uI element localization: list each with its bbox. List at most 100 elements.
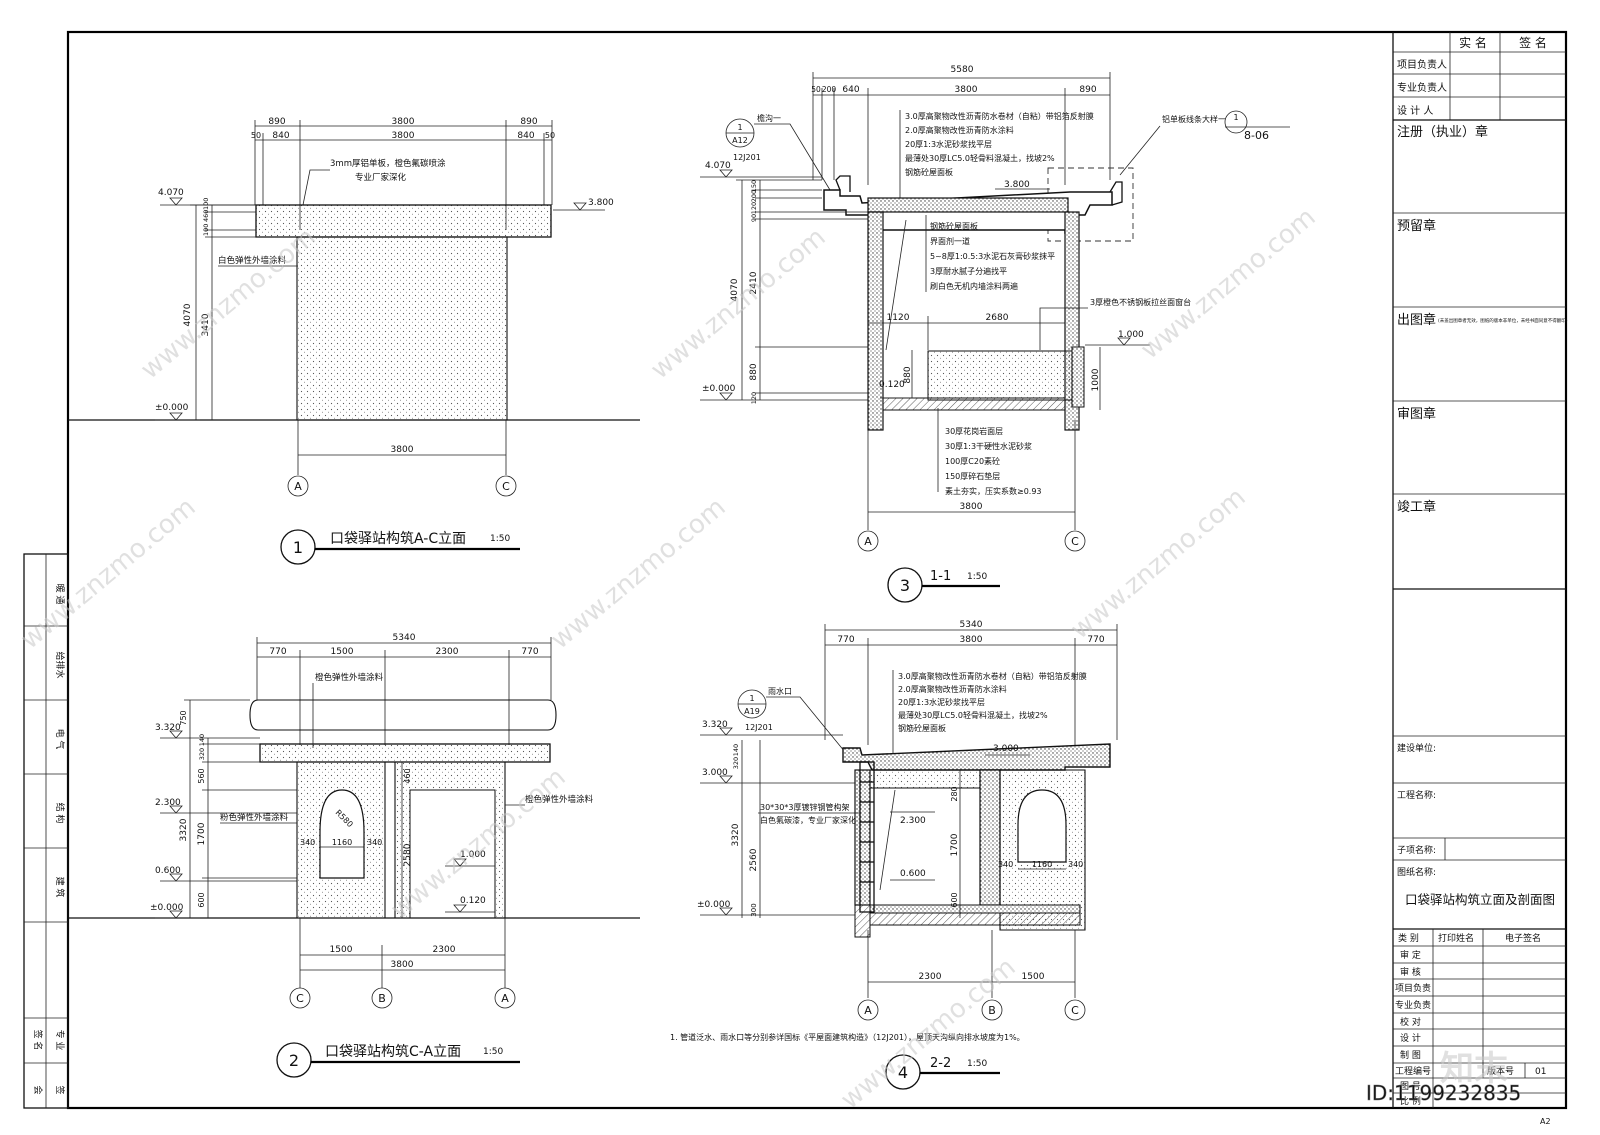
s2-level-0600: 0.600: [900, 869, 926, 879]
e2-canopy-band: [259, 743, 551, 763]
sign-row-design: 设 计: [1400, 1032, 1421, 1044]
drawing-4-number: 4: [898, 1063, 908, 1082]
s1-dim-2680: 2680: [986, 313, 1009, 323]
s2-floor-slab: [869, 912, 1081, 926]
footnote: 1. 管道泛水、雨水口等分别参详国标《平屋面建筑构造》（12J201），屋顶天沟…: [670, 1032, 1025, 1042]
s2-beam-left: [869, 769, 981, 789]
col-signature: 签 名: [1519, 35, 1547, 50]
reg-stamp-label: 注册（执业）章: [1397, 124, 1488, 140]
s2-mid-wall: [979, 769, 1001, 906]
s2-ladder-note-1: 30*30*3厚镀锌钢管构架: [760, 802, 849, 812]
e1-dim-840-right: 840: [517, 131, 534, 141]
e2-dim-1500: 1500: [331, 647, 354, 657]
s1-sill: [1071, 346, 1085, 408]
drawing-1-number: 1: [293, 538, 303, 557]
version-value: 01: [1535, 1067, 1546, 1077]
s1-ceil-layer-2: 界面剂一道: [930, 236, 970, 246]
e1-dim-3800-top: 3800: [392, 117, 415, 127]
e2-axis-b: B: [378, 992, 386, 1005]
e1-dim-3800-second: 3800: [392, 131, 415, 141]
s1-ceil-layer-4: 3厚耐水腻子分遍找平: [930, 266, 1007, 276]
strip-label-countersign: 会: [32, 1085, 44, 1094]
sub-item-label: 子项名称:: [1397, 844, 1436, 856]
drawing-3-scale: 1:50: [967, 572, 987, 582]
s1-dim-4070: 4070: [730, 278, 740, 301]
drawing-4-title: 2-2: [930, 1056, 951, 1071]
e2-level-1000: 1.000: [460, 850, 486, 860]
e2-roof-note: 橙色弹性外墙涂料: [315, 672, 384, 683]
watermark-2: www.znzmo.com: [645, 222, 831, 385]
s1-dim-200: 200: [750, 190, 758, 202]
e1-dim-890-left: 890: [268, 117, 285, 127]
s1-gutter-ref-num: 1: [737, 123, 742, 132]
e1-dim-3410: 3410: [201, 313, 211, 336]
drawing-2-scale: 1:50: [483, 1047, 503, 1057]
s1-roof-section: [867, 197, 1069, 213]
section-2-2: 5340 770 3800 770 3.0厚高聚物改性沥青防水卷材（自粘）带铝箔…: [670, 620, 1118, 1090]
s1-dim-1000: 1000: [1091, 368, 1101, 391]
strip-label-electrical: 电 气: [54, 729, 66, 750]
e2-dim-560: 560: [197, 768, 206, 783]
e2-dim-3320: 3320: [179, 818, 189, 841]
s2-ladder-note-2: 白色氟碳漆，专业厂家深化: [760, 815, 856, 825]
col-real-name: 实 名: [1459, 35, 1487, 50]
e2-w-340-right: 340: [367, 838, 382, 847]
s2-dim-3320: 3320: [731, 823, 741, 846]
drawing-2-title: 口袋驿站构筑C-A立面: [325, 1044, 461, 1060]
s1-floor-layer-1: 30厚花岗岩面层: [945, 426, 1003, 436]
s2-dim-3800: 3800: [960, 635, 983, 645]
s1-floor-layer-2: 30厚1:3干硬性水泥砂浆: [945, 441, 1032, 451]
sign-row-approve: 审 定: [1400, 949, 1421, 961]
e1-dim-50-right: 50: [545, 131, 555, 140]
s1-ceil-layer-1: 钢筋砼屋面板: [930, 221, 978, 231]
s2-dim-770-left: 770: [837, 635, 854, 645]
e1-dim-100b: 100: [202, 198, 210, 210]
sign-row-project-lead: 项目负责: [1395, 982, 1431, 994]
e1-dim-460: 460: [202, 210, 210, 222]
e2-level-0120: 0.120: [460, 896, 486, 906]
sign-header-esign: 电子签名: [1505, 932, 1541, 944]
s1-ceil-layer-3: 5~8厚1:0.5:3水泥石灰膏砂浆抹平: [930, 251, 1055, 261]
completion-stamp-label: 竣工章: [1397, 499, 1436, 515]
client-label: 建设单位:: [1397, 742, 1436, 754]
e1-canopy: [255, 204, 552, 238]
s1-floor-layer-3: 100厚C20素砼: [945, 456, 1000, 466]
elevation-1: 890 3800 890 50 840 3800 840 50 3mm厚铝单板，…: [68, 117, 640, 565]
s2-roof-layer-5: 钢筋砼屋面板: [898, 723, 946, 733]
watermark-6: www.znzmo.com: [1065, 482, 1251, 645]
e2-arch-window: [319, 789, 365, 879]
e2-dim-2300: 2300: [436, 647, 459, 657]
e2-dim-320: 320: [198, 748, 206, 760]
s1-dim-2410: 2410: [749, 271, 759, 294]
s1-dim-890: 890: [1079, 85, 1096, 95]
s1-rail-note: 3厚橙色不锈钢板拉丝面窗台: [1090, 297, 1191, 307]
e2-dim-1700: 1700: [197, 822, 207, 845]
title-block: 实 名 签 名 项目负责人 专业负责人 设 计 人 注册（执业）章 预留章 出图…: [1393, 32, 1568, 1126]
drawing-name-label: 图纸名称:: [1397, 866, 1436, 878]
s1-dim-bottom: 3800: [960, 502, 983, 512]
s1-roof-layer-2: 2.0厚高聚物改性沥青防水涂料: [905, 125, 1014, 135]
e2-dim-750: 750: [179, 710, 188, 725]
s2-w-340-right: 340: [1068, 860, 1083, 869]
e1-axis-c: C: [502, 480, 510, 493]
s2-roof-slab: [842, 743, 1111, 771]
s1-floor-layer-4: 150厚碎石垫层: [945, 471, 1000, 481]
s2-roof-layer-1: 3.0厚高聚物改性沥青防水卷材（自粘）带铝箔反射膜: [898, 671, 1087, 681]
s1-dim-200: 200: [822, 85, 837, 94]
e1-note-aluminium: 3mm厚铝单板，橙色氟碳喷涂: [330, 158, 446, 169]
e2-dim-140: 140: [198, 734, 206, 746]
s1-dim-1120: 1120: [887, 313, 910, 323]
s2-dim-280: 280: [950, 786, 959, 801]
e2-dim-b-3800: 3800: [391, 960, 414, 970]
e2-dim-460: 460: [403, 768, 412, 783]
s1-dim-880-inner: 880: [903, 366, 913, 383]
e2-dim-total: 5340: [393, 633, 416, 643]
e1-dim-4070: 4070: [183, 303, 193, 326]
sign-row-check: 校 对: [1400, 1016, 1421, 1028]
s2-dim-total: 5340: [960, 620, 983, 630]
s1-gutter-std: 12J201: [733, 153, 761, 162]
e2-axis-a: A: [501, 992, 509, 1005]
issue-stamp-label: 出图章: [1397, 312, 1436, 328]
sign-row-draft: 制 图: [1400, 1049, 1421, 1061]
e2-level-3320: 3.320: [155, 723, 181, 733]
